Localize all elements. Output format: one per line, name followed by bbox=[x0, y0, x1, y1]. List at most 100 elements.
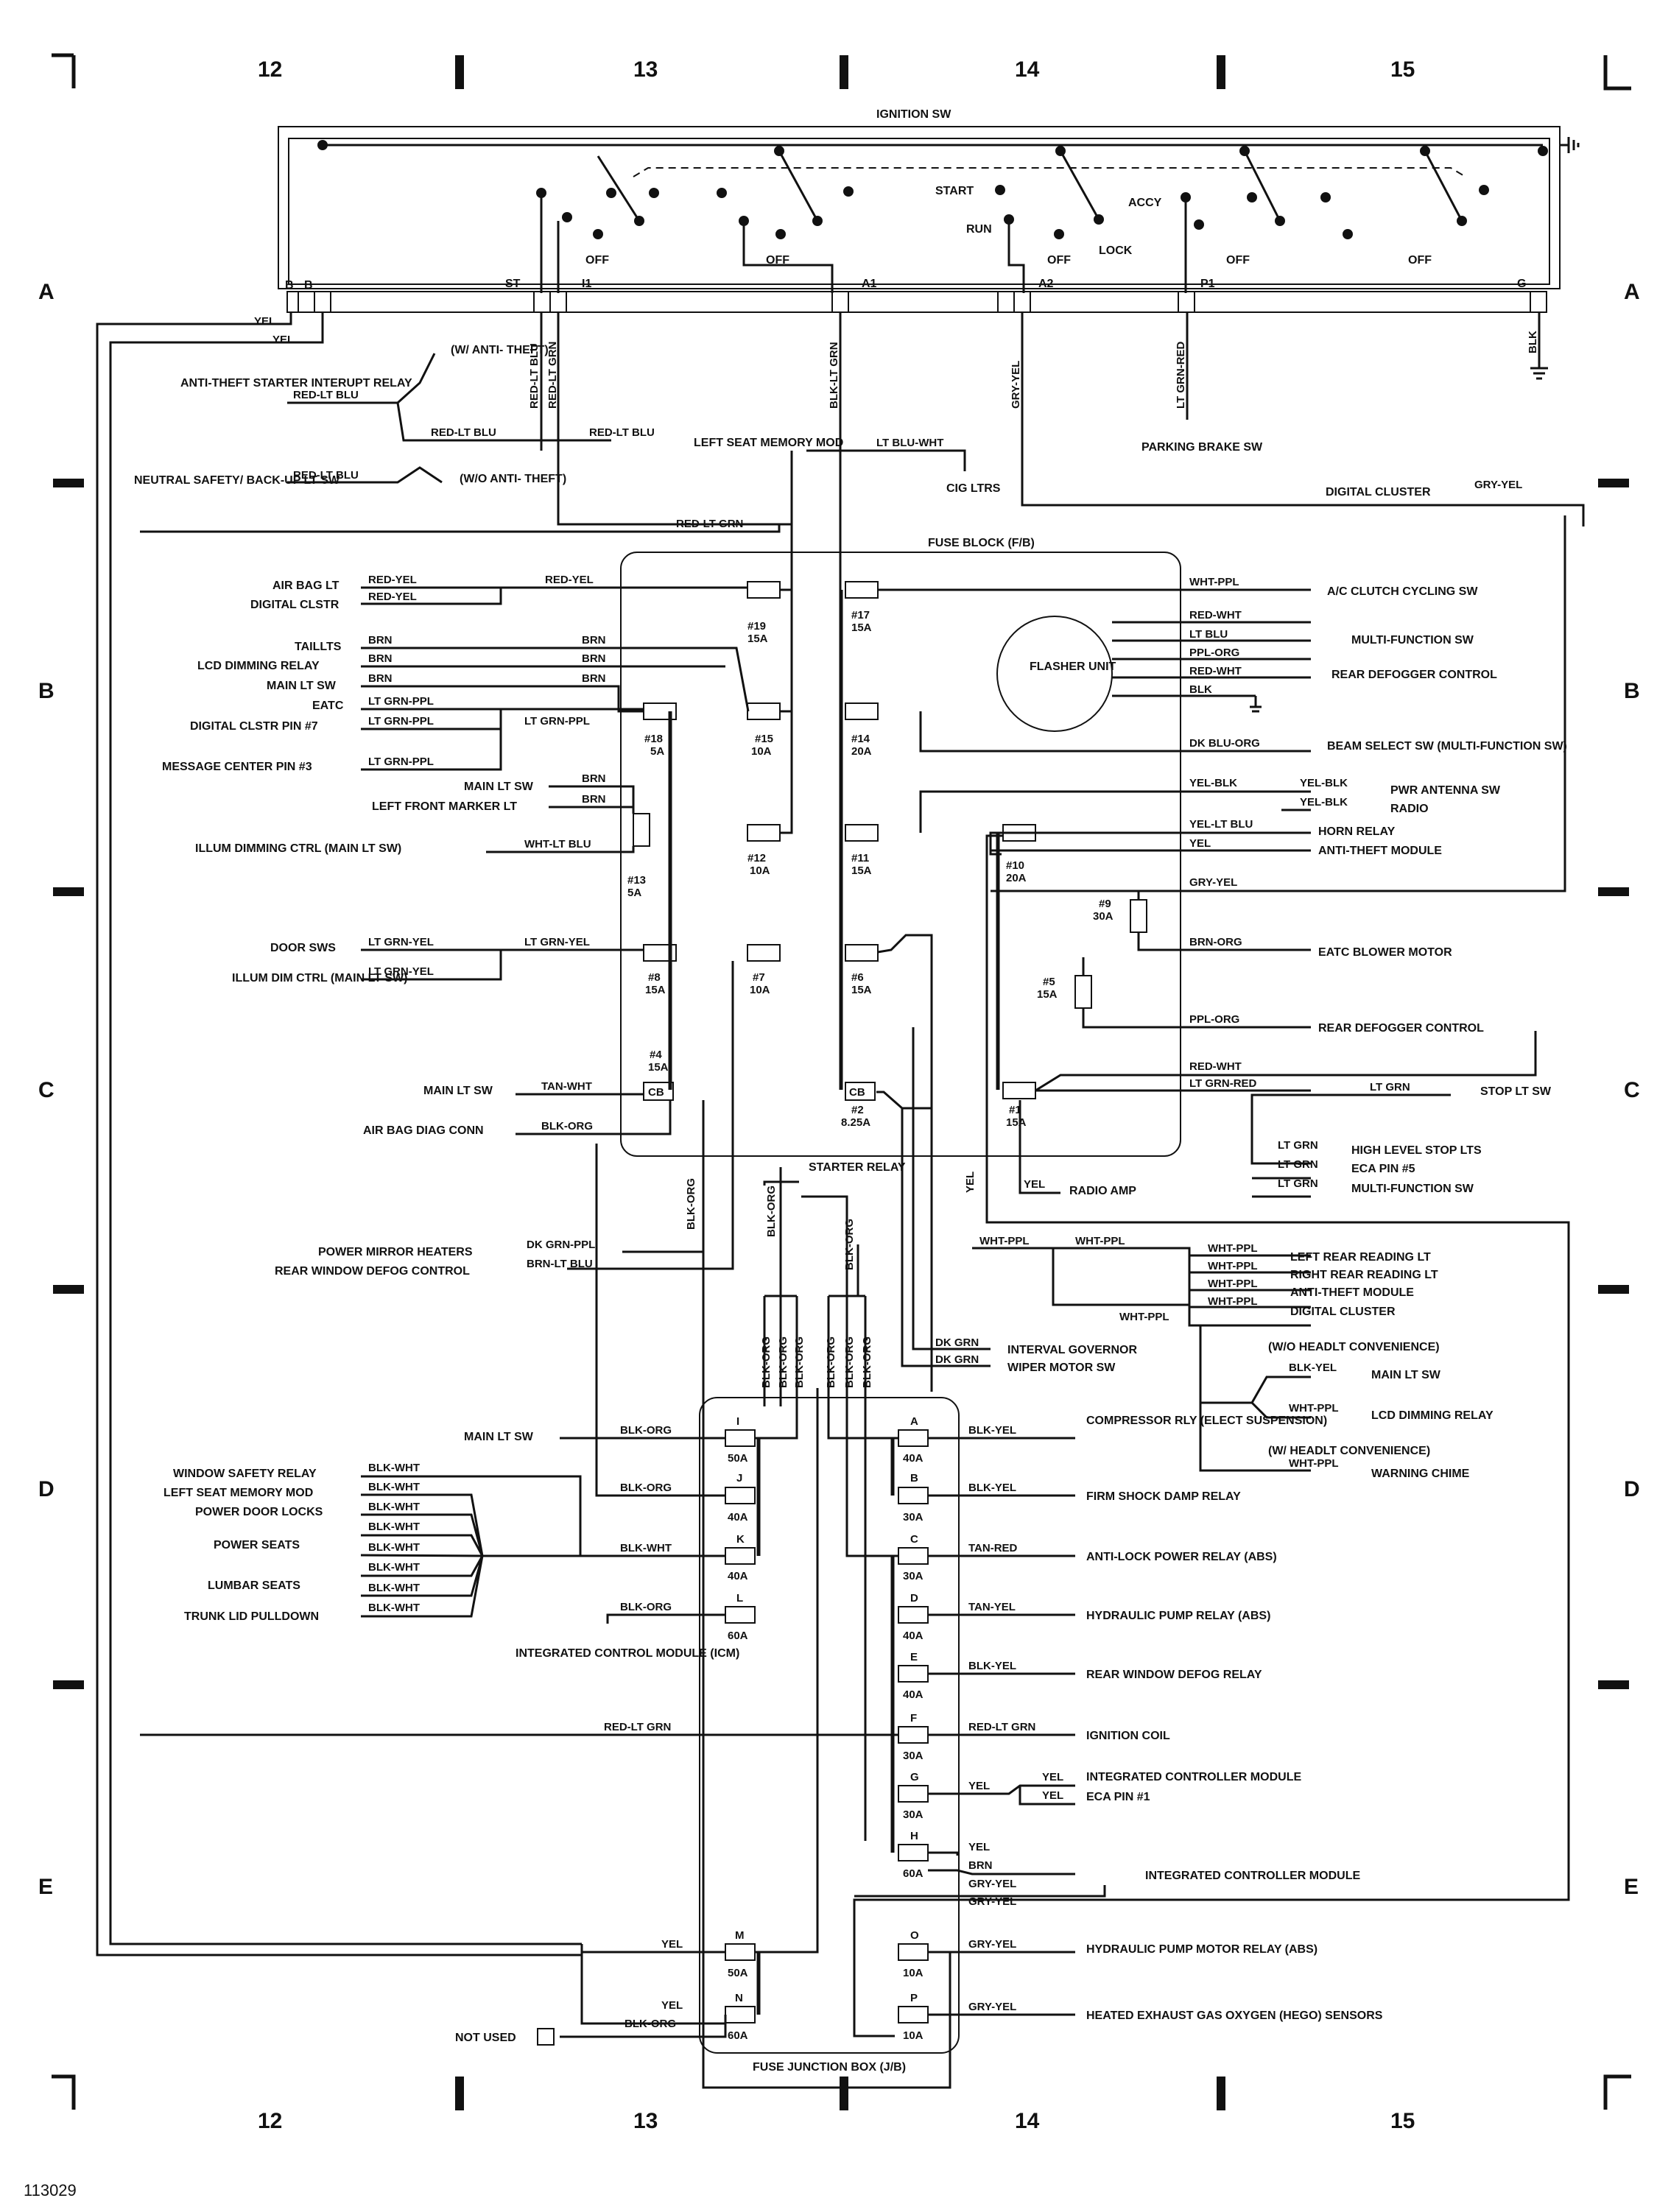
b-wire: YEL bbox=[661, 1999, 683, 2012]
jb-right-load: HYDRAULIC PUMP RELAY (ABS) bbox=[1086, 1610, 1270, 1622]
r-wire: RED-WHT bbox=[1189, 609, 1242, 621]
fuse-19-amp: 15A bbox=[747, 633, 768, 645]
seat-wire: BLK-WHT bbox=[368, 1582, 420, 1594]
seat-wire: BLK-WHT bbox=[368, 1561, 420, 1574]
jb-fuse: H bbox=[910, 1830, 918, 1842]
wo-anti-theft-label: (W/O ANTI- THEFT) bbox=[460, 473, 566, 485]
jb-amp: 30A bbox=[903, 1750, 924, 1762]
jb-amp: 30A bbox=[903, 1570, 924, 1582]
row-label-right: B bbox=[1624, 679, 1640, 703]
load-wire: TAN-WHT bbox=[541, 1080, 592, 1093]
icm-label: INTEGRATED CONTROL MODULE (ICM) bbox=[516, 1647, 739, 1660]
seat-wire: BLK-WHT bbox=[368, 1541, 420, 1554]
r-wire: LT GRN bbox=[1278, 1177, 1318, 1190]
left-load: MAIN LT SW bbox=[464, 781, 534, 793]
fuse-9: #9 bbox=[1099, 898, 1111, 910]
cig-ltrs-label: CIG LTRS bbox=[946, 482, 1001, 495]
jb-right-wire: YEL bbox=[1042, 1771, 1063, 1783]
headlt-wo: (W/O HEADLT CONVENIENCE) bbox=[1268, 1341, 1440, 1353]
jb-right-wire: TAN-RED bbox=[968, 1542, 1018, 1554]
mid-wire: WHT-PPL bbox=[1119, 1311, 1169, 1323]
col-label-bottom: 12 bbox=[258, 2109, 282, 2133]
mid-wire: BLK-ORG bbox=[765, 1186, 778, 1237]
wire-gry-yel: GRY-YEL bbox=[1010, 361, 1022, 409]
right-load: MULTI-FUNCTION SW bbox=[1351, 1183, 1474, 1195]
interval-governor-label: INTERVAL GOVERNOR bbox=[1007, 1344, 1137, 1356]
fuse-13-amp: 5A bbox=[627, 887, 641, 899]
neutral-safety-label: NEUTRAL SAFETY/ BACK-UP LT SW bbox=[134, 474, 340, 487]
relay-wire-4: RED-LT BLU bbox=[589, 426, 655, 439]
r-wire: YEL-BLK bbox=[1300, 777, 1348, 789]
jb-amp: 40A bbox=[903, 1630, 924, 1642]
left-load: LCD DIMMING RELAY bbox=[197, 660, 320, 672]
jb-right-load: REAR WINDOW DEFOG RELAY bbox=[1086, 1669, 1262, 1681]
r-wire: YEL-BLK bbox=[1300, 796, 1348, 809]
fuse-17: #17 bbox=[851, 609, 870, 621]
mid-right-load: LEFT REAR READING LT bbox=[1290, 1251, 1431, 1264]
left-load: ILLUM DIMMING CTRL (MAIN LT SW) bbox=[195, 842, 401, 855]
col-label-bottom: 14 bbox=[1015, 2109, 1040, 2133]
mid-right-wire: WHT-PPL bbox=[1208, 1295, 1258, 1308]
vert-wire: BLK-ORG bbox=[861, 1336, 873, 1388]
power-mirror-label: POWER MIRROR HEATERS bbox=[318, 1246, 473, 1258]
cb-2: CB bbox=[849, 1086, 865, 1099]
mid-wire: WHT-PPL bbox=[1075, 1235, 1125, 1247]
jb-right-wire: BLK-YEL bbox=[968, 1482, 1016, 1494]
starter-relay-label: STARTER RELAY bbox=[809, 1161, 906, 1174]
mid-right-load: WARNING CHIME bbox=[1371, 1468, 1470, 1480]
pos-off-1: OFF bbox=[585, 254, 609, 267]
right-load: RADIO bbox=[1390, 803, 1429, 815]
row-label-right: A bbox=[1624, 280, 1640, 304]
right-load: PWR ANTENNA SW bbox=[1390, 784, 1501, 797]
wire-red-lt-blu: RED-LT BLU bbox=[528, 343, 541, 409]
fuse-7-amp: 10A bbox=[750, 984, 770, 996]
ignition-switch: IGNITION SW bbox=[278, 108, 1580, 313]
fuse-18: #18 bbox=[644, 733, 663, 745]
right-load: BEAM SELECT SW (MULTI-FUNCTION SW) bbox=[1327, 740, 1567, 753]
row-label-right: D bbox=[1624, 1477, 1640, 1501]
jb-right-load: ECA PIN #1 bbox=[1086, 1791, 1150, 1803]
b-wire: RED-LT GRN bbox=[604, 1721, 671, 1733]
r-wire: PPL-ORG bbox=[1189, 1013, 1239, 1026]
pos-accy: ACCY bbox=[1128, 197, 1162, 209]
seat-item: LUMBAR SEATS bbox=[208, 1579, 300, 1592]
right-load: A/C CLUTCH CYCLING SW bbox=[1327, 585, 1478, 598]
r-wire: RED-WHT bbox=[1189, 1060, 1242, 1073]
seat-item: WINDOW SAFETY RELAY bbox=[173, 1468, 317, 1480]
terminal-st: ST bbox=[505, 278, 521, 290]
mid-right-wire: WHT-PPL bbox=[1208, 1260, 1258, 1272]
jb-right-wire: RED-LT GRN bbox=[968, 1721, 1035, 1733]
r-wire: PPL-ORG bbox=[1189, 647, 1239, 659]
bus-wire: LT GRN-PPL bbox=[524, 715, 590, 728]
fuse-12-amp: 10A bbox=[750, 864, 770, 877]
load-wire: LT GRN-YEL bbox=[368, 936, 434, 948]
r-wire: WHT-PPL bbox=[1189, 576, 1239, 588]
col-label-top: 15 bbox=[1390, 57, 1415, 82]
bus-wire: RED-YEL bbox=[545, 574, 594, 586]
mid-right-load: MAIN LT SW bbox=[1371, 1369, 1441, 1381]
jb-fuse: B bbox=[910, 1472, 918, 1484]
row-label-left: B bbox=[38, 679, 54, 703]
jb-amp: 10A bbox=[903, 2029, 924, 2042]
cig-wire: LT BLU-WHT bbox=[876, 437, 943, 449]
b-wire: YEL bbox=[968, 1841, 990, 1853]
col-label-bottom: 13 bbox=[633, 2109, 658, 2133]
fuse-14-amp: 20A bbox=[851, 745, 872, 758]
wire-lt-grn-red: LT GRN-RED bbox=[1175, 341, 1187, 409]
fuse-12: #12 bbox=[747, 852, 766, 864]
fuse-8: #8 bbox=[648, 971, 661, 984]
ignition-switch-title: IGNITION SW bbox=[876, 108, 951, 121]
jb-right-load: HYDRAULIC PUMP MOTOR RELAY (ABS) bbox=[1086, 1943, 1317, 1956]
fuse-block-title: FUSE BLOCK (F/B) bbox=[928, 537, 1035, 549]
load-wire: RED-YEL bbox=[368, 591, 417, 603]
jb-amp: 50A bbox=[728, 1452, 748, 1465]
right-load: ANTI-THEFT MODULE bbox=[1318, 845, 1442, 857]
pos-off-5: OFF bbox=[1408, 254, 1432, 267]
row-label-left: E bbox=[38, 1875, 53, 1899]
relay-wire-2: RED-LT BLU bbox=[293, 469, 359, 482]
corner-marks bbox=[52, 53, 1631, 2110]
seat-item: TRUNK LID PULLDOWN bbox=[184, 1610, 319, 1623]
jb-right-wire: BLK-YEL bbox=[968, 1424, 1016, 1437]
wiper-motor-label: WIPER MOTOR SW bbox=[1007, 1362, 1116, 1374]
